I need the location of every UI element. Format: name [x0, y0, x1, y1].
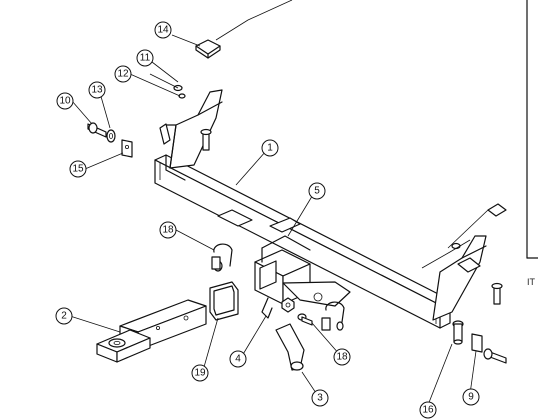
- callout-12: 12: [114, 65, 132, 83]
- callout-11: 11: [136, 49, 154, 67]
- part-15-plate: [121, 139, 133, 158]
- callout-16-label: 16: [422, 405, 434, 416]
- callout-18-right: 18: [333, 348, 351, 366]
- callout-4-label: 4: [235, 354, 241, 365]
- callout-18-left: 18: [159, 221, 177, 239]
- callout-1-label: 1: [267, 143, 273, 154]
- callout-12-label: 12: [117, 69, 129, 80]
- callout-4: 4: [229, 350, 247, 368]
- callout-15: 15: [69, 160, 87, 178]
- callout-19-label: 19: [194, 368, 206, 379]
- side-label: IT: [527, 277, 535, 287]
- callout-14-label: 14: [157, 25, 169, 36]
- callout-14: 14: [154, 21, 172, 39]
- callout-16: 16: [419, 401, 437, 419]
- right-mounting-bracket: [432, 203, 507, 321]
- part-16-pin: [452, 320, 464, 345]
- callout-5: 5: [308, 182, 326, 200]
- callout-13-label: 13: [91, 85, 103, 96]
- part-18-shackle-left: [211, 243, 233, 272]
- small-bolt-18: [297, 313, 313, 326]
- callout-19: 19: [191, 364, 209, 382]
- part-1-main-beam: [154, 154, 451, 329]
- hitch-nut: [281, 297, 295, 313]
- left-mounting-bracket: [149, 73, 223, 169]
- drawing-frame-border: [526, 0, 538, 259]
- beam-mount-tab: [217, 209, 253, 227]
- part-19-cover: [209, 281, 239, 321]
- wire-line-right: [421, 239, 471, 269]
- bolt-vertical-left: [200, 128, 212, 151]
- callout-15-label: 15: [72, 164, 84, 175]
- callout-9: 9: [462, 388, 480, 406]
- part-10-bolt: [87, 122, 116, 143]
- callout-18-left-label: 18: [162, 225, 174, 236]
- part-3-hitch-pin: [275, 323, 305, 371]
- part-5-receiver: [254, 217, 311, 305]
- callout-3-label: 3: [317, 393, 323, 404]
- callout-18-right-label: 18: [336, 352, 348, 363]
- callout-3: 3: [311, 389, 329, 407]
- leader-lines: [69, 34, 477, 406]
- callout-10-label: 10: [59, 96, 71, 107]
- receiver-lower-bracket: [282, 281, 351, 307]
- bolt-vertical-right: [491, 282, 503, 305]
- callout-9-label: 9: [468, 392, 474, 403]
- callout-2-label: 2: [61, 311, 67, 322]
- callout-10: 10: [56, 92, 74, 110]
- callout-1: 1: [261, 139, 279, 157]
- part-14-plate: [195, 39, 221, 59]
- part-2-ball-mount: [96, 299, 207, 363]
- wire-line-top: [215, 0, 293, 41]
- part-9-plate-bolt: [471, 333, 507, 364]
- callout-11-label: 11: [140, 53, 151, 64]
- callout-13: 13: [88, 81, 106, 99]
- callout-2: 2: [55, 307, 73, 325]
- part-18-shackle-right: [321, 301, 345, 331]
- callout-5-label: 5: [314, 186, 320, 197]
- part-4-clip: [261, 297, 273, 319]
